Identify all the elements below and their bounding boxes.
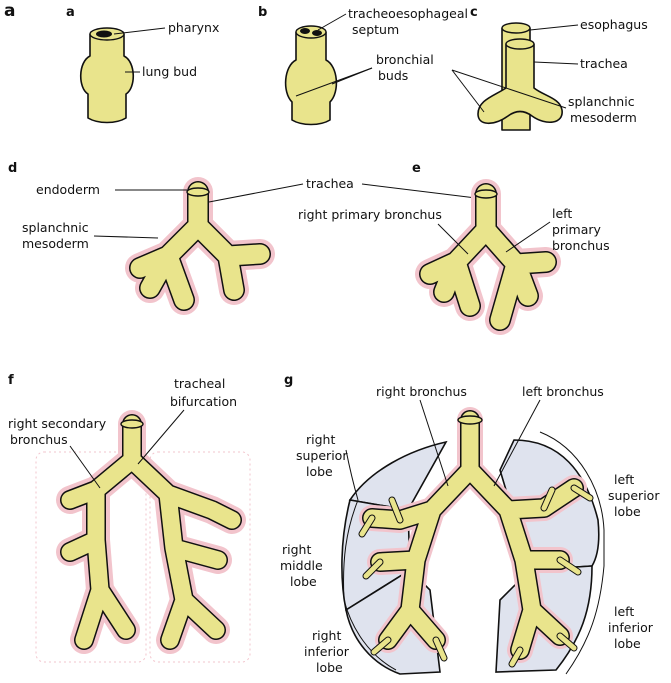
panel-c-letter: c (470, 5, 478, 20)
label-right-bronchus: right bronchus (376, 384, 467, 399)
left-bronchus-leader (493, 399, 541, 487)
panel-a-lumen (96, 30, 112, 38)
rsb-leader (69, 445, 101, 489)
label-left-bronchus: left bronchus (522, 384, 604, 399)
label-rm-1: right (282, 542, 311, 557)
label-bif-2: bifurcation (170, 394, 237, 409)
panel-c-trachea-buds (477, 43, 563, 125)
panel-b-foregut (284, 31, 338, 126)
panel-g-twigs (359, 485, 593, 667)
panel-g-opening (457, 415, 483, 425)
panel-a-foregut (79, 33, 135, 124)
bifurcation-leader (137, 409, 185, 465)
panel-f-opening (120, 419, 144, 429)
panel-d-opening (186, 187, 210, 197)
panel-e: e right primary bronchus left primary br… (298, 161, 610, 335)
pharynx-leader (113, 27, 166, 35)
panel-b-lumen-left (300, 28, 310, 34)
label-rs-2: superior (296, 448, 348, 463)
label-buds-2: buds (378, 68, 408, 83)
right-bronchus-leader (419, 399, 449, 487)
label-ls-3: lobe (614, 504, 641, 519)
label-meso-c-2: mesoderm (570, 110, 637, 125)
panel-b-lumen-right (312, 30, 322, 36)
label-ri-2: inferior (304, 644, 350, 659)
panel-d: d endoderm splanchnic mesoderm trachea (8, 161, 477, 315)
label-septum-2: septum (352, 22, 399, 37)
panel-c-esophagus-opening (501, 22, 531, 34)
label-rm-3: lobe (290, 574, 317, 589)
figure-letter: a (4, 1, 15, 21)
label-rs-1: right (306, 432, 335, 447)
right-primary-leader (437, 223, 469, 255)
panel-e-opening (474, 189, 498, 199)
label-ri-1: right (312, 628, 341, 643)
label-bif-1: tracheal (174, 376, 225, 391)
label-right-primary: right primary bronchus (298, 207, 442, 222)
panel-f-letter: f (8, 373, 14, 388)
left-primary-leader (505, 221, 551, 253)
label-left-primary-3: bronchus (552, 238, 610, 253)
label-li-3: lobe (614, 636, 641, 651)
left-lobe-brackets (539, 431, 605, 675)
meso-c-leader-2 (451, 69, 567, 109)
trachea-e-leader (361, 183, 477, 199)
septum-leader (317, 13, 347, 31)
label-left-primary-2: primary (552, 222, 602, 237)
label-lung-bud: lung bud (142, 64, 197, 79)
panel-e-endoderm (420, 184, 556, 330)
panel-d-letter: d (8, 161, 17, 176)
right-lobe-brackets (343, 449, 397, 671)
label-rsb-2: bronchus (10, 432, 68, 447)
label-li-1: left (614, 604, 634, 619)
label-li-2: inferior (608, 620, 654, 635)
label-rm-2: middle (280, 558, 323, 573)
label-trachea-c: trachea (580, 56, 628, 71)
label-meso-c-1: splanchnic (568, 94, 635, 109)
label-left-primary-1: left (552, 206, 572, 221)
label-pharynx: pharynx (168, 20, 219, 35)
label-esophagus: esophagus (580, 17, 648, 32)
label-rs-3: lobe (306, 464, 333, 479)
panel-f-endoderm (61, 415, 241, 649)
panel-f-right-outline (35, 451, 147, 663)
panel-f: f tracheal bifurcation right secondary b… (8, 373, 251, 663)
panel-f-left-outline (149, 451, 251, 663)
panel-d-endoderm (130, 182, 270, 310)
panel-b-letter: b (258, 5, 267, 20)
label-ls-1: left (614, 472, 634, 487)
label-meso-d-1: splanchnic (22, 220, 89, 235)
label-buds-1: bronchial (376, 52, 434, 67)
esophagus-leader (529, 24, 579, 31)
label-trachea-de: trachea (306, 176, 354, 191)
label-ri-3: lobe (316, 660, 343, 675)
panel-c: c esophagus trachea splanchnic mesoderm (451, 5, 648, 131)
panel-c-trachea-opening (505, 38, 535, 50)
meso-c-leader-1 (451, 69, 485, 113)
panel-g-letter: g (284, 373, 293, 388)
label-endoderm: endoderm (36, 182, 100, 197)
label-septum-1: tracheoesophageal (348, 6, 468, 21)
meso-d-leader (93, 235, 159, 239)
panel-g-endoderm (363, 411, 583, 659)
panel-a-letter: a (66, 5, 75, 20)
trachea-c-leader (533, 61, 579, 65)
panel-b: b tracheoesophageal septum bronchial bud… (258, 5, 468, 126)
label-ls-2: superior (608, 488, 660, 503)
panel-g: g right bronchus left bronchus right sup… (280, 373, 660, 675)
bud-leader-2 (331, 67, 373, 85)
trachea-d-leader (208, 183, 304, 203)
label-rsb-1: right secondary (8, 416, 107, 431)
label-meso-d-2: mesoderm (22, 236, 89, 251)
panel-a: a pharynx lung bud (66, 5, 219, 124)
panel-e-letter: e (412, 161, 421, 176)
